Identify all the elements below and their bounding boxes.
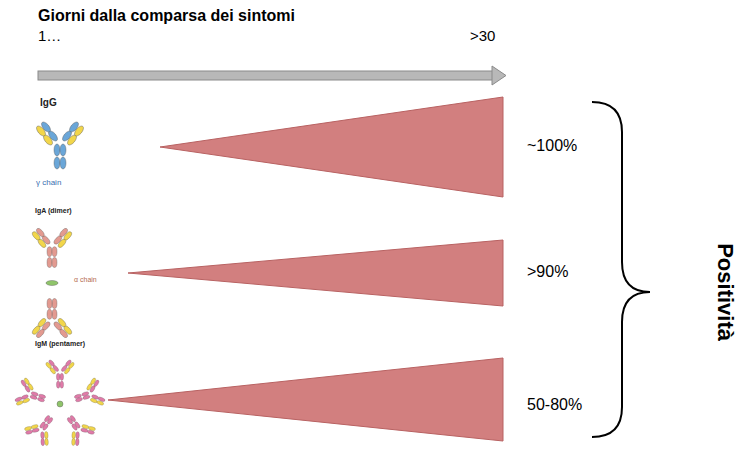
iga-icon xyxy=(31,227,73,339)
percentage: >90% xyxy=(527,263,568,281)
time-arrow xyxy=(38,66,506,85)
antibody-name: IgA (dimer) xyxy=(35,207,72,215)
igm-icon xyxy=(13,359,108,449)
igg-wedge xyxy=(160,97,503,197)
axis-label: Positività xyxy=(713,243,737,341)
axis-end: >30 xyxy=(470,28,495,45)
iga-wedge xyxy=(128,240,503,306)
axis-title: Giorni dalla comparsa dei sintomi xyxy=(38,7,295,25)
antibody-name: IgM (pentamer) xyxy=(35,340,85,348)
igg-icon xyxy=(35,120,85,169)
chain-label: γ chain xyxy=(36,179,61,188)
antibody-name: IgG xyxy=(40,97,57,108)
chain-label: α chain xyxy=(74,276,97,284)
igm-wedge xyxy=(108,358,503,441)
brace xyxy=(592,102,650,437)
percentage: ~100% xyxy=(527,137,577,155)
axis-start: 1… xyxy=(38,28,61,45)
percentage: 50-80% xyxy=(527,396,582,414)
